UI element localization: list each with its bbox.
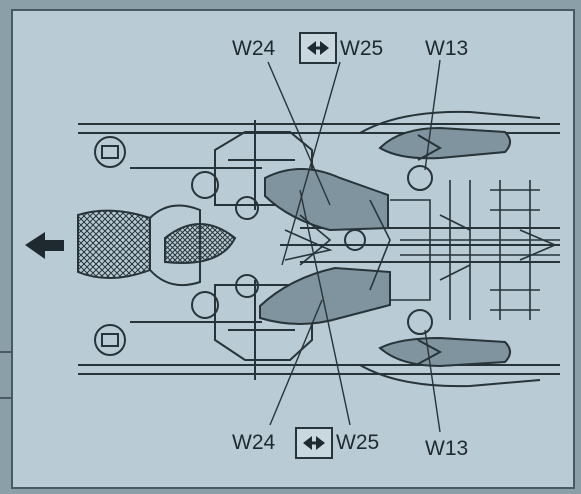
- panel-edge-notch: [0, 351, 12, 399]
- actuator-box-icon-bottom: [295, 427, 333, 459]
- intake-pod-upper: [378, 126, 511, 160]
- leader-lines: [267, 59, 441, 433]
- label-w25-bottom: W25: [336, 431, 379, 454]
- label-w25-top: W25: [340, 37, 383, 60]
- arrow-left-icon: [25, 232, 64, 259]
- screw-markers: [94, 136, 433, 356]
- label-w13-top: W13: [425, 37, 468, 60]
- intake-fairings: [359, 110, 541, 388]
- weapon-pod-lower: [259, 266, 391, 325]
- engine-brackets: [214, 120, 313, 380]
- exhaust-nozzle: [77, 204, 237, 286]
- label-w13-bottom: W13: [425, 437, 468, 460]
- label-w24-top: W24: [232, 37, 276, 60]
- internal-structure: [284, 180, 560, 320]
- actuator-box-icon: [299, 32, 337, 64]
- intake-pod-lower: [378, 336, 511, 368]
- label-w24-bottom: W24: [232, 431, 276, 454]
